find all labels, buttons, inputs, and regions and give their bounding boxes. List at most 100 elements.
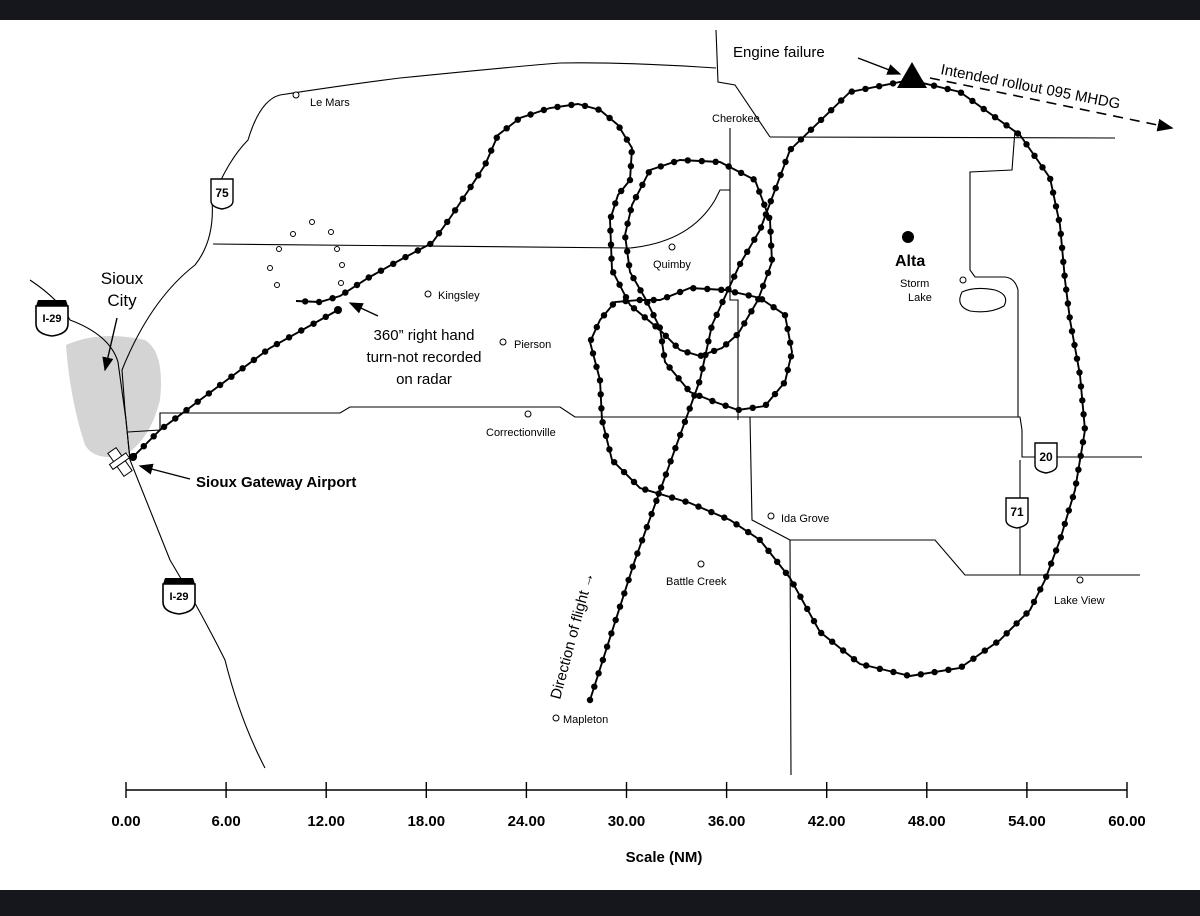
town-label-sioux-city-1: Sioux	[101, 269, 144, 288]
flight-track-point	[917, 671, 924, 678]
flight-track-point	[1079, 397, 1086, 404]
flight-track-point	[807, 126, 815, 133]
flight-track-point	[607, 241, 615, 248]
flight-track-point	[690, 285, 697, 292]
flight-track-point	[377, 267, 385, 274]
flight-track-point	[981, 647, 988, 654]
approach-track-point	[298, 327, 305, 334]
flight-track-point	[745, 292, 752, 299]
flight-track-point	[684, 157, 691, 164]
turn-note-pointer	[348, 302, 379, 317]
town-label-quimby: Quimby	[653, 259, 691, 271]
flight-track-point	[780, 380, 788, 387]
flight-track-point	[829, 638, 836, 645]
flight-track-point	[682, 498, 689, 505]
flight-track-point	[889, 80, 897, 87]
flight-track-point	[862, 85, 869, 93]
flight-track-point	[787, 339, 794, 346]
flight-track-point	[302, 298, 309, 305]
town-label-battle-creek: Battle Creek	[666, 576, 727, 588]
flight-track-point	[1060, 258, 1067, 265]
flight-track-point	[622, 294, 630, 301]
town-label-mapleton: Mapleton	[563, 714, 608, 726]
flight-track-point	[666, 364, 673, 371]
flight-track-point	[771, 390, 779, 398]
turn-circle-point	[339, 262, 345, 268]
approach-track-point	[183, 406, 190, 414]
flight-track-point	[1079, 438, 1087, 446]
storm-lake-shape	[959, 287, 1007, 313]
flight-track-point	[648, 510, 655, 518]
flight-track-point	[684, 385, 691, 393]
flight-track-point	[593, 323, 600, 331]
flight-track-point	[797, 593, 804, 600]
approach-track-point	[239, 365, 246, 372]
flight-track-point	[709, 397, 716, 405]
flight-track-point	[1030, 598, 1038, 606]
shield-us71-label: 71	[1010, 505, 1024, 519]
flight-track-point	[1081, 425, 1089, 432]
approach-track-point	[216, 381, 224, 389]
shield-i29-south-label: I-29	[170, 591, 189, 603]
flight-track-point	[624, 248, 631, 255]
flight-track-point	[810, 617, 818, 625]
flight-track-point	[650, 296, 657, 304]
flight-track-point	[784, 325, 791, 333]
flight-track-point	[593, 363, 600, 370]
flight-track-point	[626, 176, 634, 184]
turn-note-line-1: 360” right hand	[374, 327, 475, 344]
flight-track-point	[1014, 130, 1022, 137]
flight-track-point	[621, 590, 628, 597]
flight-track-point	[1057, 230, 1065, 238]
approach-start-point	[334, 306, 342, 314]
flight-track-point	[527, 111, 534, 118]
flight-track-point	[589, 350, 597, 357]
flight-track-point	[662, 332, 669, 339]
flight-track-point	[488, 147, 495, 154]
flight-track-point	[930, 82, 938, 89]
alta-marker	[902, 231, 914, 243]
flight-track-point	[660, 352, 668, 359]
flight-track-point	[620, 468, 628, 476]
flight-track-point	[944, 85, 951, 93]
flight-track-point	[644, 299, 651, 306]
town-label-le-mars: Le Mars	[310, 97, 350, 109]
turn-circle-point	[328, 229, 334, 235]
flight-track-point	[797, 136, 805, 143]
flight-track-point	[1052, 547, 1060, 554]
flight-track-point	[606, 446, 613, 453]
flight-track-point	[712, 158, 719, 165]
flight-track-point	[1003, 122, 1010, 129]
flight-track-point	[643, 523, 651, 531]
flight-track-point	[616, 603, 624, 610]
flight-track-point	[691, 392, 698, 399]
scale-title: Scale (NM)	[626, 849, 703, 866]
flight-track-point	[353, 281, 361, 289]
flight-track-point	[699, 365, 706, 372]
flight-track-point	[628, 148, 635, 156]
flight-track-point	[622, 234, 629, 241]
road-us75	[121, 62, 717, 461]
flight-track-point	[414, 247, 422, 254]
flight-track-point	[767, 228, 774, 235]
flight-track-point	[627, 162, 635, 170]
flight-track-point	[733, 331, 740, 339]
town-marker-pierson	[499, 338, 507, 346]
flight-track-point	[595, 670, 602, 677]
flight-track-point	[772, 184, 779, 192]
flight-track-point	[482, 160, 489, 167]
flight-track-point	[641, 314, 648, 321]
flight-track-point	[993, 639, 1000, 646]
town-marker-correctionville	[524, 410, 532, 418]
flight-track-point	[1076, 369, 1083, 376]
flight-track-point	[725, 286, 732, 293]
flight-track-point	[863, 662, 870, 669]
flight-track-point	[759, 282, 767, 290]
town-label-storm-lake-2: Lake	[908, 292, 932, 304]
flight-track-point	[848, 88, 855, 95]
flight-track-point	[657, 163, 664, 170]
flight-track-point	[1071, 341, 1078, 349]
airport-icon	[107, 446, 133, 478]
flight-track-point	[652, 323, 659, 330]
